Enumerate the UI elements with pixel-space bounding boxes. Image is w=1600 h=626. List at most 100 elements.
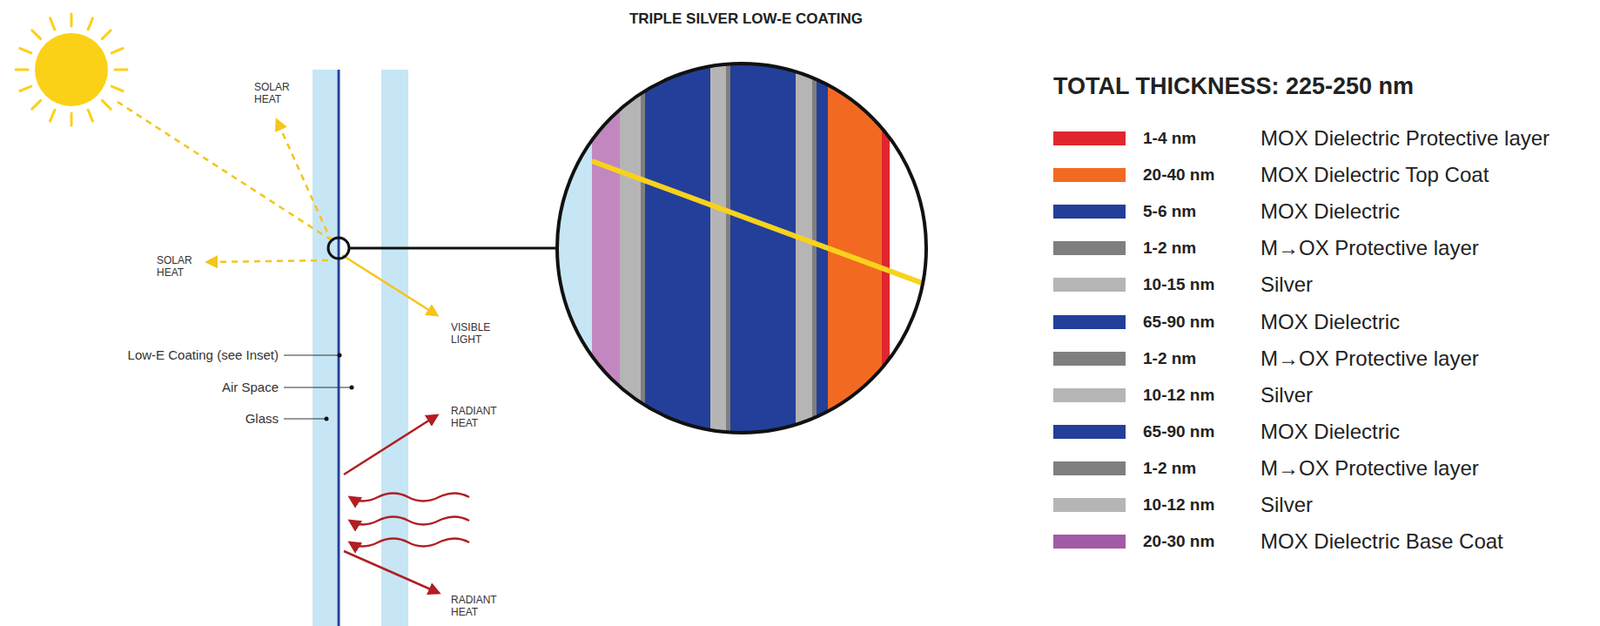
radiant-heat-label: RADIANT HEAT	[449, 405, 498, 431]
radiant-heat-wave	[349, 517, 470, 525]
legend-text: M→OX Protective layer	[1260, 346, 1479, 371]
leader-line	[283, 355, 340, 357]
protective-layer	[812, 60, 817, 436]
layer-thickness: 1-2 nm	[1142, 458, 1197, 478]
incoming-sun-ray	[117, 101, 332, 241]
layer-thickness: 10-12 nm	[1142, 495, 1215, 515]
layer-thickness: 65-90 nm	[1142, 312, 1215, 332]
legend-swatch	[1053, 388, 1126, 403]
radiant-heat-arrow	[343, 551, 439, 593]
leader-line	[283, 418, 327, 420]
legend-text: M→OX Protective layer	[1260, 235, 1479, 261]
legend-swatch	[1053, 497, 1126, 512]
silver-layer	[795, 60, 813, 436]
legend-text: MOX Dielectric Base Coat	[1260, 529, 1504, 554]
sun-ray	[50, 18, 55, 30]
legend-swatch	[1053, 534, 1126, 549]
part-label: Low-E Coating (see Inset)	[127, 347, 279, 363]
sun-ray	[87, 109, 93, 122]
legend-text: MOX Dielectric	[1260, 199, 1400, 224]
radiant-heat-wave	[349, 538, 470, 547]
silver-layer	[710, 60, 727, 436]
reflected-solar-heat-arrow	[276, 120, 332, 243]
layer-thickness: 1-2 nm	[1142, 238, 1197, 258]
sun-ray	[111, 86, 123, 91]
sun-ray	[101, 30, 111, 40]
leader-dot	[337, 353, 343, 358]
sun-disc	[34, 33, 108, 107]
sun-ray	[101, 100, 111, 109]
layer-thickness: 10-12 nm	[1142, 385, 1215, 405]
total-thickness: TOTAL THICKNESS: 225-250 nm	[1053, 73, 1414, 101]
reflected-solar-heat-arrow	[207, 260, 329, 263]
inset-layers	[557, 60, 932, 436]
layer-thickness: 65-90 nm	[1142, 422, 1215, 442]
base-coat-layer	[591, 60, 620, 436]
layer-thickness: 20-30 nm	[1142, 531, 1215, 552]
sun-ray	[20, 86, 32, 91]
legend-text: MOX Dielectric	[1260, 419, 1400, 444]
leader-dot	[349, 385, 355, 390]
glass-pane	[312, 69, 337, 626]
low-e-coating-line	[337, 69, 341, 626]
radiant-heat-arrow	[343, 415, 437, 475]
glass-pane	[381, 69, 409, 626]
part-label: Glass	[245, 410, 279, 426]
dielectric-layer	[645, 60, 711, 436]
legend-text: MOX Dielectric Top Coat	[1260, 162, 1489, 188]
legend-swatch	[1053, 351, 1126, 366]
layer-thickness: 10-15 nm	[1142, 275, 1215, 295]
sun-ray	[114, 68, 128, 72]
visible-light-arrow	[342, 255, 437, 316]
sun-ray	[70, 113, 74, 126]
legend-swatch	[1053, 424, 1126, 439]
protective-layer	[726, 60, 731, 436]
legend-swatch	[1053, 131, 1126, 146]
layer-thickness: 1-2 nm	[1142, 349, 1197, 369]
radiant-heat-wave	[349, 493, 470, 502]
sun-ray	[87, 18, 93, 30]
sun-ray	[70, 13, 74, 27]
sun-ray	[111, 48, 123, 54]
silver-layer	[619, 60, 641, 436]
legend-text: MOX Dielectric	[1260, 309, 1400, 335]
radiant-heat-label: RADIANT HEAT	[449, 594, 498, 619]
legend-swatch	[1053, 168, 1126, 182]
legend-swatch	[1053, 241, 1126, 256]
legend-swatch	[1053, 277, 1126, 292]
inset-title: TRIPLE SILVER LOW-E COATING	[629, 10, 863, 28]
legend-text: Silver	[1260, 272, 1313, 297]
sun	[15, 13, 128, 126]
part-label: Air Space	[221, 379, 279, 395]
zoom-connector	[349, 247, 558, 250]
leader-dot	[324, 416, 330, 422]
light-ray	[591, 161, 932, 287]
legend-swatch	[1053, 315, 1126, 330]
legend-swatch	[1053, 204, 1126, 219]
legend-text: Silver	[1260, 383, 1313, 408]
dielectric-layer	[730, 60, 796, 436]
inset-circle	[557, 63, 927, 433]
sun-ray	[50, 109, 55, 122]
protective-layer	[640, 60, 646, 436]
legend-swatch	[1053, 461, 1126, 476]
zoom-marker	[328, 237, 350, 259]
legend-text: Silver	[1260, 492, 1313, 518]
solar-heat-label: SOLAR HEAT	[252, 81, 292, 107]
layer-thickness: 20-40 nm	[1142, 165, 1215, 185]
legend-text: M→OX Protective layer	[1260, 456, 1479, 481]
sun-ray	[32, 30, 41, 40]
layer-thickness: 5-6 nm	[1142, 201, 1197, 222]
visible-light-label: VISIBLE LIGHT	[449, 322, 492, 347]
protective-top-layer	[881, 60, 890, 436]
solar-heat-label: SOLAR HEAT	[154, 255, 195, 280]
legend-text: MOX Dielectric Protective layer	[1260, 126, 1550, 151]
inset-ground	[557, 60, 932, 436]
sun-ray	[32, 100, 41, 109]
sun-ray	[20, 48, 32, 54]
glass-layer	[557, 60, 592, 436]
sun-ray	[15, 68, 28, 72]
layer-thickness: 1-4 nm	[1142, 128, 1197, 148]
leader-line	[283, 387, 352, 389]
